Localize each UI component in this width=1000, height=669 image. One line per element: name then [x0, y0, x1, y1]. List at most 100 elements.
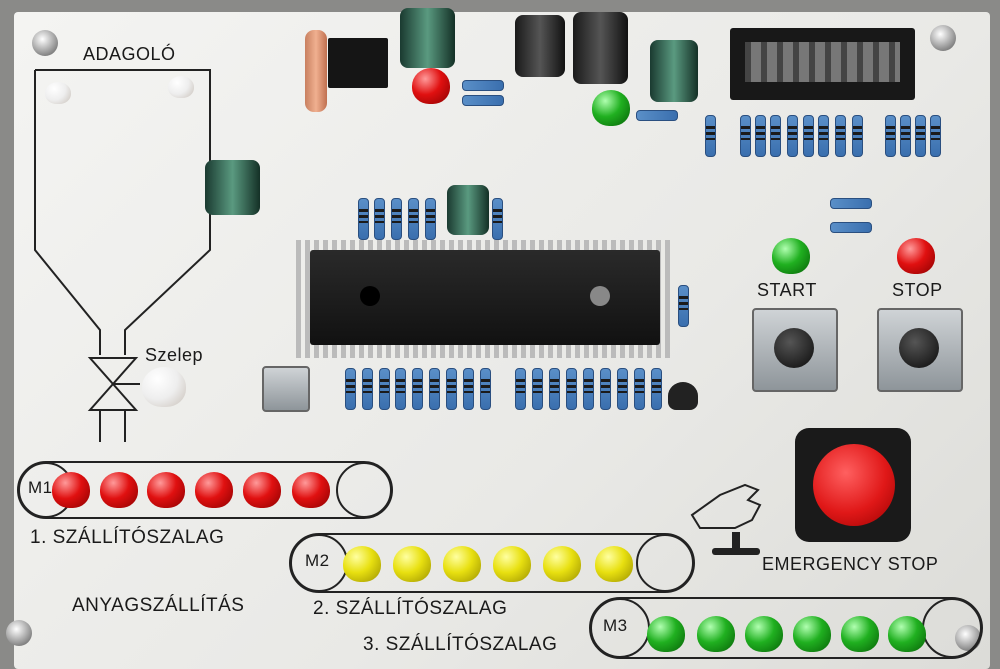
resistor — [651, 368, 662, 410]
resistor — [462, 95, 504, 106]
conveyor-3-led — [793, 616, 831, 652]
conveyor-3-label: 3. SZÁLLÍTÓSZALAG — [363, 634, 558, 655]
resistor — [900, 115, 911, 157]
screw — [930, 25, 956, 51]
small-ic-chip — [328, 38, 388, 88]
resistor — [395, 368, 406, 410]
resistor — [492, 198, 503, 240]
stop-label: STOP — [892, 280, 943, 300]
resistor — [770, 115, 781, 157]
emergency-stop-symbol-icon — [712, 532, 760, 555]
resistor — [425, 198, 436, 240]
resistor — [636, 110, 678, 121]
valve-label: Szelep — [145, 345, 204, 365]
start-button-cap[interactable] — [774, 328, 814, 368]
conveyor-2-led — [343, 546, 381, 582]
status-led — [592, 90, 630, 126]
hopper-outline-left — [34, 70, 101, 355]
resistor — [678, 285, 689, 327]
hand-icon — [690, 483, 762, 529]
capacitor — [573, 12, 628, 84]
emergency-stop-label: EMERGENCY STOP — [762, 554, 939, 574]
hopper-label: ADAGOLÓ — [83, 44, 176, 64]
resistor — [787, 115, 798, 157]
resistor — [705, 115, 716, 157]
resistor — [566, 368, 577, 410]
resistor — [374, 198, 385, 240]
resistor — [358, 198, 369, 240]
screw — [6, 620, 32, 646]
transistor — [668, 382, 698, 410]
resistor — [803, 115, 814, 157]
header-pins — [745, 42, 900, 82]
valve-symbol — [87, 357, 140, 442]
conveyor-3-motor-label: M3 — [603, 616, 628, 635]
power-resistor — [305, 30, 327, 112]
microcontroller-chip — [310, 250, 660, 345]
hopper-sensor-led — [45, 82, 71, 104]
chip-dot — [590, 286, 610, 306]
capacitor — [400, 8, 455, 68]
resistor — [830, 198, 872, 209]
conveyor-3-led — [647, 616, 685, 652]
capacitor — [650, 40, 698, 102]
emergency-stop-cap[interactable] — [813, 444, 895, 526]
resistor — [480, 368, 491, 410]
conveyor-1-label: 1. SZÁLLÍTÓSZALAG — [30, 527, 225, 548]
resistor — [885, 115, 896, 157]
conveyor-1-outline — [17, 461, 393, 519]
conveyor-2-led — [595, 546, 633, 582]
resistor — [600, 368, 611, 410]
material-transport-label: ANYAGSZÁLLÍTÁS — [72, 595, 245, 616]
resistor — [412, 368, 423, 410]
valve-led — [142, 367, 186, 407]
resistor — [634, 368, 645, 410]
resistor — [818, 115, 829, 157]
resistor — [391, 198, 402, 240]
capacitor — [447, 185, 489, 235]
power-led — [412, 68, 450, 104]
resistor — [515, 368, 526, 410]
resistor — [463, 368, 474, 410]
conveyor-3-led — [841, 616, 879, 652]
conveyor-3-led — [697, 616, 735, 652]
conveyor-1-led — [147, 472, 185, 508]
resistor — [617, 368, 628, 410]
conveyor-1-led — [243, 472, 281, 508]
conveyor-1-led — [292, 472, 330, 508]
conveyor-2-led — [543, 546, 581, 582]
hopper-outline — [35, 69, 211, 355]
conveyor-2-label: 2. SZÁLLÍTÓSZALAG — [313, 598, 508, 619]
conveyor-1-led — [195, 472, 233, 508]
reset-button[interactable] — [262, 366, 310, 412]
start-led — [772, 238, 810, 274]
screw — [32, 30, 58, 56]
conveyor-3-led — [745, 616, 783, 652]
capacitor — [205, 160, 260, 215]
stop-button-cap[interactable] — [899, 328, 939, 368]
conveyor-1-led — [100, 472, 138, 508]
start-button[interactable] — [752, 308, 838, 392]
resistor — [532, 368, 543, 410]
conveyor-2-led — [493, 546, 531, 582]
resistor — [830, 222, 872, 233]
stop-led — [897, 238, 935, 274]
resistor — [379, 368, 390, 410]
resistor — [362, 368, 373, 410]
resistor — [835, 115, 846, 157]
conveyor-2-led — [393, 546, 431, 582]
conveyor-2-motor-label: M2 — [305, 551, 330, 570]
stop-button[interactable] — [877, 308, 963, 392]
capacitor — [515, 15, 565, 77]
emergency-stop-button[interactable] — [795, 428, 911, 542]
resistor — [446, 368, 457, 410]
conveyor-1-led — [52, 472, 90, 508]
start-label: START — [757, 280, 817, 300]
resistor — [583, 368, 594, 410]
conveyor-2-led — [443, 546, 481, 582]
chip-dot — [360, 286, 380, 306]
resistor — [915, 115, 926, 157]
resistor — [755, 115, 766, 157]
conveyor-2-outline — [289, 533, 695, 593]
